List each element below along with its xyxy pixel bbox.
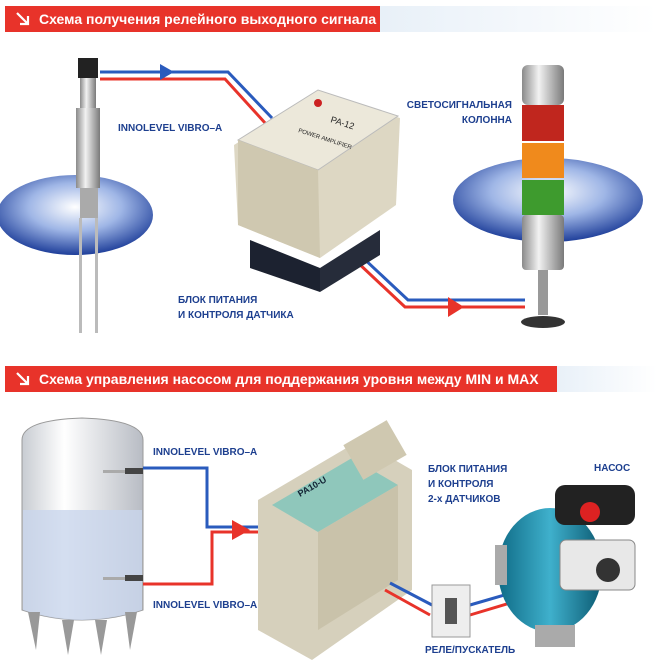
wire-blue-3 [143,466,262,529]
tower-label-line2: КОЛОННА [461,115,512,126]
unit-label-line2: И КОНТРОЛЯ ДАТЧИКА [178,310,294,321]
section1-artwork: PA-12 POWER AMPLIFIER [0,58,643,333]
wire-red-1 [100,77,268,126]
sensor-label: INNOLEVEL VIBRO–A [118,123,223,134]
arrow-blue [160,64,174,80]
unit2-label: БЛОК ПИТАНИЯ И КОНТРОЛЯ 2-х ДАТЧИКОВ [428,462,507,507]
section2-artwork: PA10-U [21,417,636,660]
wire-red-3 [143,530,262,586]
section2-header: Схема управления насосом для поддержания… [5,366,557,392]
pump [495,485,636,647]
section1-header: Схема получения релейного выходного сигн… [5,6,380,32]
wire-blue-2 [358,253,525,302]
unit-label: БЛОК ПИТАНИЯ И КОНТРОЛЯ ДАТЧИКА [178,293,294,323]
tower-label-line1: СВЕТОСИГНАЛЬНАЯ [406,100,512,111]
section2-title: Схема управления насосом для поддержания… [39,371,539,387]
wire-red-2 [353,258,525,309]
unit2-label-line3: 2-х ДАТЧИКОВ [428,494,501,505]
tank-sensor-top [103,468,143,474]
vibro-sensor-1 [76,58,100,333]
arrow-down-right-icon [16,372,30,386]
unit2-label-line2: И КОНТРОЛЯ [428,479,494,490]
relay-box [431,584,471,638]
unit-label-line1: БЛОК ПИТАНИЯ [178,295,258,306]
unit2-label-line1: БЛОК ПИТАНИЯ [428,464,508,475]
wire-red-4 [384,588,431,617]
tank [21,417,144,655]
sensor-bottom-label: INNOLEVEL VIBRO–A [153,600,258,611]
power-amplifier-pa10: PA10-U [258,420,412,660]
header2-fade [555,366,657,392]
arrow-red-2 [232,520,250,540]
arrow-red [448,297,464,317]
sensor-top-label: INNOLEVEL VIBRO–A [153,447,258,458]
relay-label: РЕЛЕ/ПУСКАТЕЛЬ [425,645,516,656]
header1-fade [380,6,657,32]
tower-label: СВЕТОСИГНАЛЬНАЯ КОЛОННА [400,98,512,128]
wire-blue-4 [389,581,433,607]
signal-tower [521,65,565,328]
tank-sensor-bottom [103,575,143,581]
wire-blue-1 [100,70,274,120]
left-ellipse [0,175,153,255]
power-amplifier-pa12: PA-12 POWER AMPLIFIER [234,89,400,292]
section1-title: Схема получения релейного выходного сигн… [39,11,377,27]
pump-label: НАСОС [594,463,631,474]
arrow-down-right-icon [16,12,30,26]
